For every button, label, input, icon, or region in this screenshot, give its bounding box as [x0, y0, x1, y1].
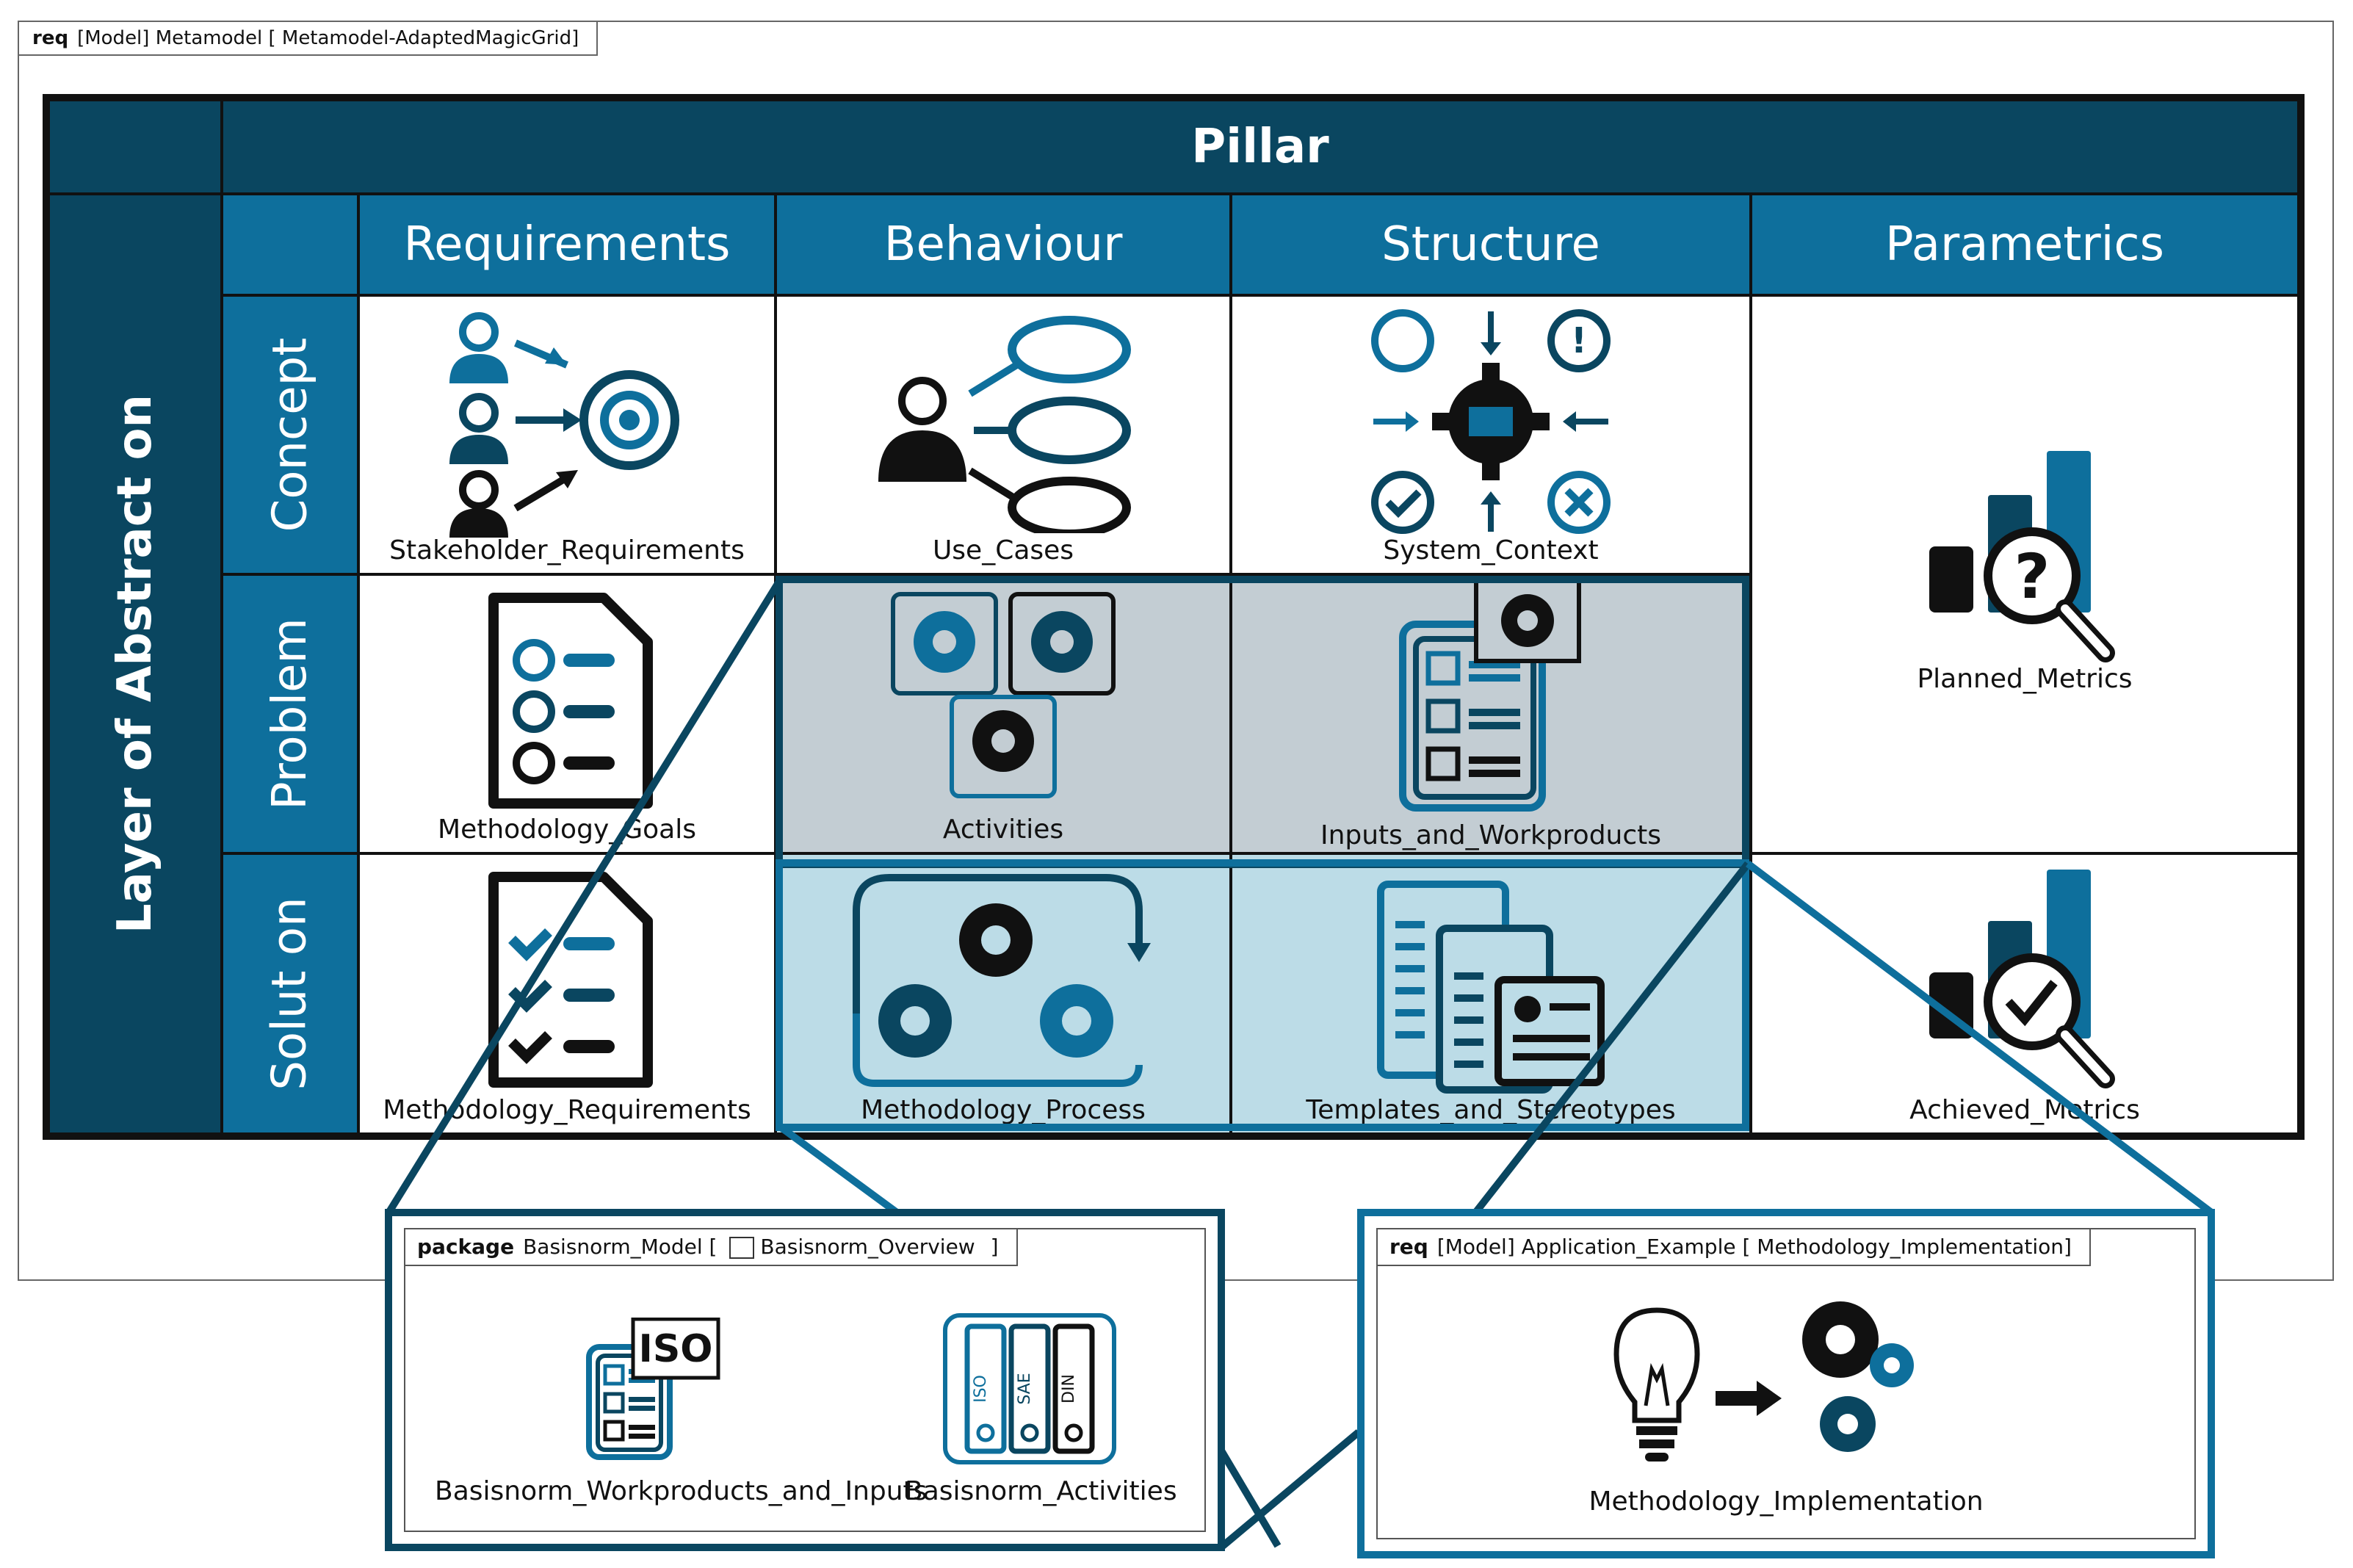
- col-label: Requirements: [403, 217, 731, 272]
- diagram-icon: [729, 1237, 755, 1259]
- package-frame[interactable]: package Basisnorm_Model [ Basisnorm_Overv…: [385, 1209, 1225, 1551]
- svg-text:!: !: [1571, 320, 1587, 361]
- binder-din-label: DIN: [1060, 1374, 1078, 1403]
- cell-methodology-requirements[interactable]: Methodology_Requirements: [357, 852, 777, 1135]
- grid-corner: [47, 98, 223, 195]
- cell-activities[interactable]: Activities: [774, 573, 1232, 855]
- package-keyword: package: [417, 1235, 515, 1259]
- cell-label: Activities: [942, 814, 1064, 845]
- package-header: package Basisnorm_Model [ Basisnorm_Overv…: [405, 1229, 1018, 1266]
- achieved-metrics-icon: [1929, 870, 2115, 1088]
- cell-stakeholder-requirements[interactable]: Stakeholder_Requirements: [357, 294, 777, 576]
- cell-label: System_Context: [1383, 535, 1599, 566]
- planned-metrics-icon: ?: [1929, 451, 2115, 662]
- col-header-requirements: Requirements: [357, 192, 777, 297]
- iso-badge: ISO: [638, 1327, 712, 1371]
- iso-workproducts-icon: ISO: [586, 1318, 720, 1460]
- basisnorm-workproducts-label: Basisnorm_Workproducts_and_Inputs: [435, 1476, 928, 1506]
- pillar-header: Pillar: [220, 98, 2300, 195]
- cell-label: Methodology_Goals: [438, 814, 696, 845]
- methodology-goals-icon: [488, 593, 653, 809]
- package-title: Basisnorm_Model [: [523, 1235, 718, 1259]
- activities-icon: [891, 592, 1116, 798]
- req-frame[interactable]: req [Model] Application_Example [ Methodo…: [1357, 1209, 2215, 1558]
- frame-keyword: req: [32, 27, 69, 49]
- frame-header: req [Model] Metamodel [ Metamodel-Adapted…: [19, 22, 599, 56]
- stakeholder-requirements-icon: [449, 312, 679, 538]
- req-title: [Model] Application_Example [ Methodolog…: [1436, 1235, 2072, 1259]
- cell-label: Use_Cases: [932, 535, 1074, 566]
- cell-label: Stakeholder_Requirements: [389, 535, 745, 566]
- col-label: Structure: [1381, 217, 1600, 272]
- cell-label: Templates_and_Stereotypes: [1306, 1095, 1676, 1125]
- lightbulb-icon: [1613, 1307, 1700, 1462]
- methodology-implementation-label: Methodology_Implementation: [1588, 1486, 1984, 1517]
- inputs-workproducts-icon: [1399, 580, 1581, 812]
- cell-templates-stereotypes[interactable]: Templates_and_Stereotypes: [1229, 852, 1752, 1135]
- req-header: req [Model] Application_Example [ Methodo…: [1378, 1229, 2091, 1266]
- cell-methodology-goals[interactable]: Methodology_Goals: [357, 573, 777, 855]
- col-header-structure: Structure: [1229, 192, 1752, 297]
- binder-sae-label: SAE: [1016, 1373, 1034, 1404]
- basisnorm-activities-icon: ISO SAE DIN: [943, 1313, 1116, 1464]
- methodology-process-icon: [853, 874, 1151, 1087]
- methodology-implementation-icon: [1613, 1301, 1914, 1462]
- col-label: Parametrics: [1885, 217, 2164, 272]
- cell-label: Inputs_and_Workproducts: [1320, 820, 1662, 850]
- row-header-problem: Problem: [220, 573, 360, 855]
- col-label: Behaviour: [883, 217, 1123, 272]
- templates-stereotypes-icon: [1377, 881, 1605, 1094]
- system-context-icon: !: [1371, 309, 1611, 534]
- cell-planned-metrics[interactable]: ? Planned_Metrics: [1749, 294, 2300, 855]
- req-keyword: req: [1389, 1235, 1428, 1259]
- req-frame-inner: req [Model] Application_Example [ Methodo…: [1376, 1228, 2196, 1539]
- row-header-concept: Concept: [220, 294, 360, 576]
- basisnorm-activities-label: Basisnorm_Activities: [905, 1476, 1177, 1506]
- package-diagram-name: Basisnorm_Overview: [760, 1235, 975, 1259]
- magic-grid: Pillar Layer of Abstract on Requirements…: [43, 94, 2305, 1140]
- col-header-parametrics: Parametrics: [1749, 192, 2300, 297]
- svg-text:?: ?: [2014, 541, 2050, 613]
- cell-system-context[interactable]: ! System_Context: [1229, 294, 1752, 576]
- frame-title: [Model] Metamodel [ Metamodel-AdaptedMag…: [77, 27, 579, 49]
- cell-label: Achieved_Metrics: [1909, 1095, 2140, 1125]
- cell-label: Planned_Metrics: [1917, 664, 2133, 694]
- cell-achieved-metrics[interactable]: Achieved_Metrics: [1749, 852, 2300, 1135]
- pillar-title: Pillar: [1191, 120, 1329, 174]
- package-title-close: ]: [990, 1235, 999, 1259]
- package-frame-inner: package Basisnorm_Model [ Basisnorm_Overv…: [404, 1228, 1206, 1532]
- highlight-solution: [776, 859, 1749, 1131]
- use-cases-icon: [878, 316, 1131, 533]
- binder-iso-label: ISO: [972, 1375, 990, 1403]
- cell-label: Methodology_Process: [861, 1095, 1146, 1125]
